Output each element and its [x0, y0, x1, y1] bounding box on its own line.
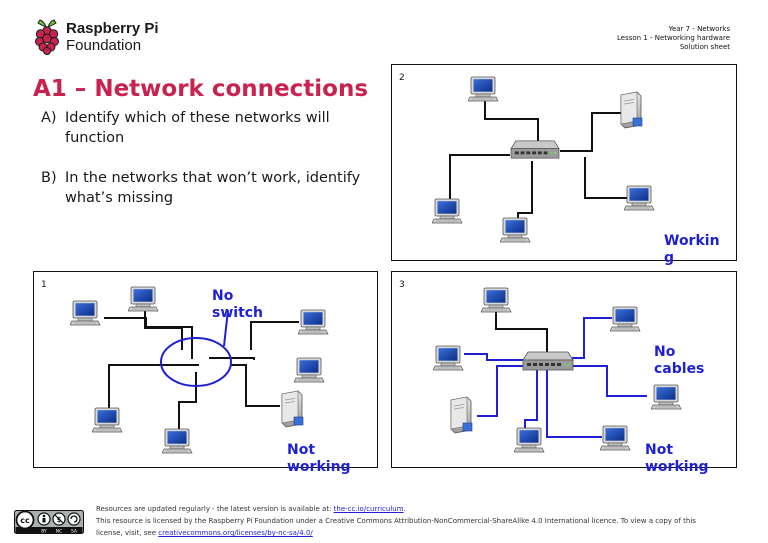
svg-text:$: $ — [57, 516, 62, 524]
instruction-marker: A) — [41, 110, 57, 126]
brand-name-line2: Foundation — [66, 37, 142, 54]
server-icon — [450, 396, 473, 434]
panel-number: 3 — [399, 280, 405, 290]
instruction-item: A) Identify which of these networks will… — [41, 108, 381, 148]
cable — [144, 307, 183, 350]
cable — [449, 154, 510, 207]
status-annotation: Not working — [287, 442, 351, 475]
brand-name: Raspberry Pi Foundation — [66, 20, 159, 54]
computer-icon — [500, 217, 531, 243]
cable — [209, 357, 255, 360]
svg-text:BY: BY — [41, 529, 47, 535]
brand-name-line1: Raspberry Pi — [66, 20, 159, 37]
cable — [108, 364, 199, 412]
cable — [584, 157, 627, 199]
brand-logo: Raspberry Pi Foundation — [32, 18, 172, 58]
cable — [477, 365, 527, 417]
server-icon — [620, 91, 643, 129]
computer-icon — [294, 357, 325, 383]
license-footer: Resources are updated regularly - the la… — [96, 503, 736, 539]
cable — [495, 310, 548, 352]
computer-icon — [70, 300, 101, 326]
computer-icon — [610, 306, 641, 332]
status-annotation: Not working — [645, 442, 709, 475]
network-1-drawing — [70, 286, 329, 454]
computer-icon — [468, 76, 499, 102]
computer-icon — [651, 384, 682, 410]
server-icon — [281, 390, 304, 428]
computer-icon — [92, 407, 123, 433]
cable — [250, 321, 299, 350]
computer-icon — [600, 425, 631, 451]
cable — [104, 317, 193, 359]
computer-icon — [514, 427, 545, 453]
instructions: A) Identify which of these networks will… — [41, 108, 381, 228]
page-title: A1 – Network connections — [33, 76, 369, 102]
cable — [178, 372, 197, 430]
instruction-item: B) In the networks that won’t work, iden… — [41, 168, 381, 208]
network-3-drawing — [433, 287, 682, 453]
svg-text:cc: cc — [20, 516, 30, 525]
computer-icon — [128, 286, 159, 312]
footer-line-2: This resource is licensed by the Raspber… — [96, 517, 696, 525]
switch-icon — [522, 351, 574, 371]
lesson-year: Year 7 - Networks — [668, 25, 730, 33]
raspberry-pi-logo-icon — [35, 19, 59, 55]
cable — [230, 364, 280, 407]
cable — [484, 100, 539, 145]
cable — [464, 353, 527, 361]
network-2-drawing — [432, 76, 655, 243]
computer-icon — [433, 345, 464, 371]
missing-annotation: No cables — [654, 344, 705, 377]
cable — [524, 369, 538, 432]
switch-icon — [510, 140, 560, 159]
svg-text:SA: SA — [71, 529, 78, 535]
computer-icon — [162, 428, 193, 454]
cable — [517, 161, 533, 223]
lesson-meta: Year 7 - Networks Lesson 1 - Networking … — [617, 25, 730, 52]
missing-annotation: No switch — [212, 288, 264, 321]
footer-line-1: Resources are updated regularly - the la… — [96, 505, 406, 513]
network-diagram-2: 2 Workin g — [391, 64, 737, 266]
svg-text:NC: NC — [56, 529, 63, 535]
panel-number: 1 — [41, 280, 47, 290]
computer-icon — [481, 287, 512, 313]
network-diagram-3: 3 No cables Not working — [391, 271, 737, 475]
instruction-text: In the networks that won’t work, identif… — [65, 170, 361, 206]
status-annotation: Workin g — [664, 233, 720, 266]
network-diagram-1: 1 No switch Not working — [33, 271, 378, 475]
computer-icon — [298, 309, 329, 335]
curriculum-link[interactable]: the-cc.io/curriculum — [333, 505, 404, 513]
cable — [572, 317, 612, 359]
creative-commons-badge-icon: cc $ BY NC SA — [14, 510, 84, 538]
license-link[interactable]: creativecommons.org/licenses/by-nc-sa/4.… — [158, 529, 313, 537]
computer-icon — [624, 185, 655, 211]
panel-number: 2 — [399, 73, 405, 83]
missing-switch-highlight — [160, 337, 232, 387]
sheet-type: Solution sheet — [679, 43, 730, 51]
lesson-name: Lesson 1 - Networking hardware — [617, 34, 730, 42]
cable — [572, 365, 647, 397]
instruction-marker: B) — [41, 170, 57, 186]
cable — [546, 369, 602, 438]
footer-line-3: license, visit, see creativecommons.org/… — [96, 529, 313, 537]
computer-icon — [432, 198, 463, 224]
cable — [560, 112, 622, 152]
instruction-text: Identify which of these networks will fu… — [65, 110, 330, 146]
